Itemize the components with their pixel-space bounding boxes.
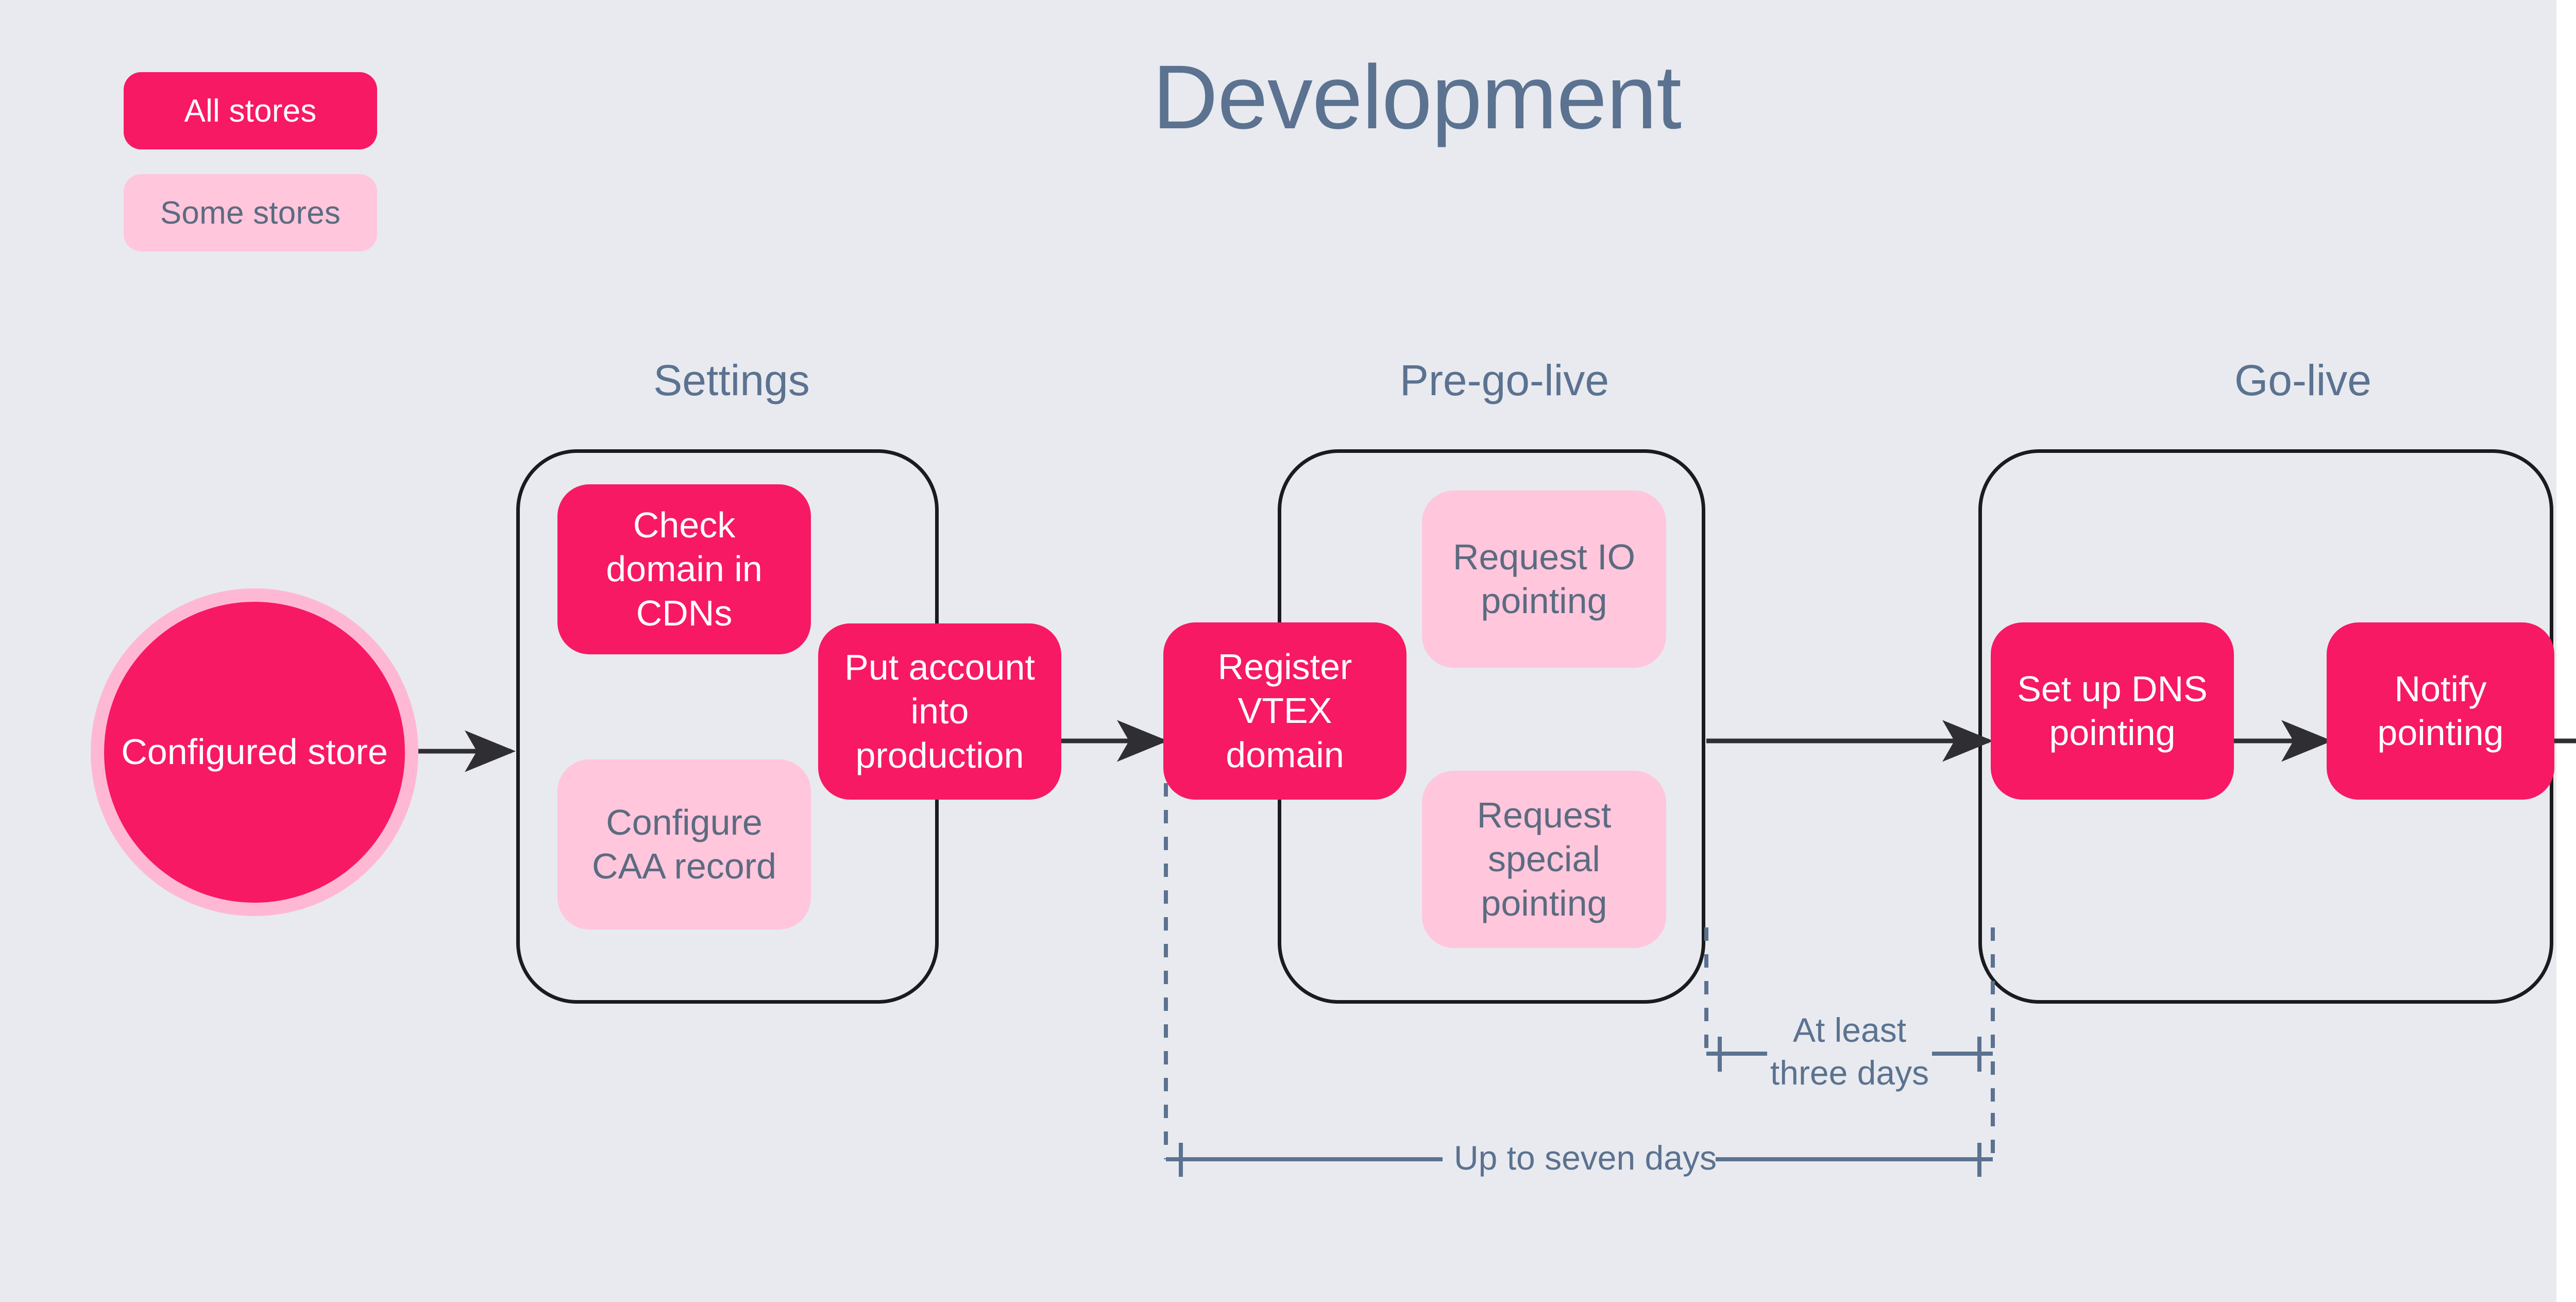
node-request-io-pointing[interactable]: Request IO pointing [1422,491,1666,668]
dimension-label-at-least-three-days: At least three days [1770,1011,1929,1092]
phase-label-pre-go-live: Pre-go-live [1399,356,1609,404]
node-notify-pointing[interactable]: Notify pointing [2327,622,2554,800]
node-put-account-into-production[interactable]: Put account into production [818,623,1061,800]
node-check-domain-in-cdns[interactable]: Check domain in CDNs [557,484,811,654]
dimension-label-up-to-seven-days: Up to seven days [1443,1137,1717,1179]
legend: All stores Some stores [124,72,377,251]
node-configure-caa-record[interactable]: Configure CAA record [557,759,811,929]
node-register-vtex-domain[interactable]: Register VTEX domain [1163,622,1406,800]
development-title: Development [1152,47,1682,148]
node-configured-store[interactable]: Configured store [91,588,418,916]
phase-label-settings: Settings [653,356,810,404]
phase-label-go-live: Go-live [2234,356,2372,404]
node-set-up-dns-pointing[interactable]: Set up DNS pointing [1991,622,2234,800]
production-region-background [2556,0,2576,1302]
node-request-special-pointing[interactable]: Request special pointing [1422,771,1666,948]
legend-item-some-stores[interactable]: Some stores [124,174,377,251]
legend-item-all-stores[interactable]: All stores [124,72,377,149]
